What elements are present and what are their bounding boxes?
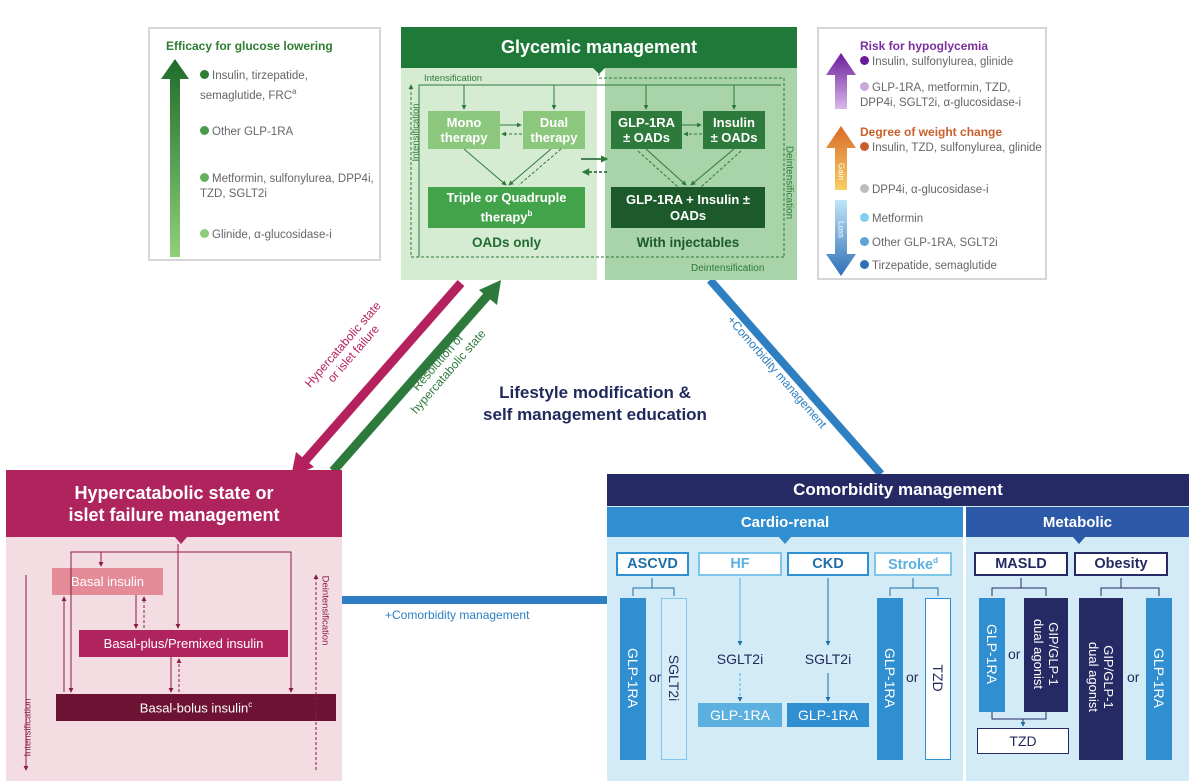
comorbidity-title: Comorbidity management: [607, 474, 1189, 506]
ascvd-glp1ra-bar: [620, 598, 646, 760]
glycemic-panel: Glycemic management Intensification Inte…: [401, 27, 797, 280]
glycemic-caret: [592, 67, 606, 74]
hypercatabolic-title: Hypercatabolic state or islet failure ma…: [6, 470, 342, 537]
or-text: or: [649, 669, 662, 685]
efficacy-item: Other GLP-1RA: [200, 125, 375, 140]
glycemic-divider: [597, 68, 605, 280]
stroke-tzd-bar: [925, 598, 951, 760]
hypoglycemia-title: Risk for hypoglycemia: [860, 39, 989, 53]
deintensification-bottom-label: Deintensification: [691, 263, 765, 274]
masld-tzd-box: TZD: [977, 728, 1069, 754]
hypoglycemia-arrow: [826, 53, 856, 109]
weight-dot: [860, 260, 869, 269]
or-text: or: [1127, 669, 1140, 685]
with-injectables-label: With injectables: [636, 234, 740, 250]
weight-dot: [860, 142, 869, 151]
efficacy-dot: [200, 229, 209, 238]
weight-item: DPP4i, α-glucosidase-i: [860, 183, 1045, 198]
efficacy-dot: [200, 126, 209, 135]
weight-item: Insulin, TZD, sulfonylurea, glinide: [860, 141, 1045, 156]
efficacy-arrow: [161, 59, 189, 257]
glp1-oads-box: GLP-1RA ± OADs: [611, 111, 682, 149]
hypo-dot: [860, 56, 869, 65]
obesity-gip-bar: [1079, 598, 1123, 760]
oads-only-label: OADs only: [471, 234, 541, 250]
or-text: or: [906, 669, 919, 685]
weight-dot: [860, 237, 869, 246]
hypo-item: GLP-1RA, metformin, TZD, DPP4i, SGLT2i, …: [860, 82, 1022, 109]
mono-therapy-box: Mono therapy: [428, 111, 500, 149]
hypercatabolic-caret: [174, 536, 188, 544]
hyper-intensification-label: Intensification: [22, 698, 34, 757]
stroke-box: Stroked: [874, 552, 952, 576]
masld-gip-bar: [1024, 598, 1068, 712]
ascvd-sglt2i-bar: [661, 598, 687, 760]
lifestyle-text: Lifestyle modification & self management…: [483, 383, 707, 424]
hypercatabolic-arrow-label: Hypercatabolic state or islet failure: [301, 298, 384, 391]
obesity-box: Obesity: [1074, 552, 1168, 576]
efficacy-dot: [200, 173, 209, 182]
comorbidity-panel: Comorbidity management Cardio-renal Meta…: [607, 474, 1189, 781]
weight-loss-arrow: [826, 200, 856, 276]
cardio-renal-header: Cardio-renal: [607, 507, 963, 537]
hypercatabolic-flow-lines: [23, 544, 319, 771]
weight-dot: [860, 213, 869, 222]
efficacy-item: Insulin, tirzepatide, semaglutide, FRCa: [200, 70, 308, 102]
risk-legend: Risk for hypoglycemia Insulin, sulfonylu…: [817, 27, 1047, 280]
efficacy-item: Glinide, α-glucosidase-i: [200, 228, 375, 243]
efficacy-legend: Efficacy for glucose lowering Insulin, t…: [148, 27, 381, 261]
weight-dot: [860, 184, 869, 193]
gain-label: Gain: [836, 163, 846, 180]
masld-glp1ra-bar: [979, 598, 1005, 712]
efficacy-item: Metformin, sulfonylurea, DPP4i, TZD, SGL…: [200, 173, 374, 200]
glp1-insulin-box: GLP-1RA + Insulin ± OADs: [611, 187, 765, 228]
cardio-caret: [778, 536, 792, 544]
dual-therapy-box: Dual therapy: [523, 111, 585, 149]
ckd-sglt2i-box: SGLT2i: [787, 647, 869, 671]
ascvd-box: ASCVD: [616, 552, 689, 576]
glycemic-flow-lines: [408, 68, 785, 258]
weight-item: Tirzepatide, semaglutide: [860, 259, 1045, 274]
hypo-dot: [860, 82, 869, 91]
masld-box: MASLD: [974, 552, 1068, 576]
hf-box: HF: [698, 552, 782, 576]
comorbidity-horiz-label: +Comorbidity management: [385, 608, 530, 622]
glycemic-title: Glycemic management: [401, 27, 797, 68]
weight-gain-arrow: [826, 126, 856, 190]
basal-bolus-box: Basal-bolus insulinc: [56, 694, 336, 721]
efficacy-dot: [200, 70, 209, 79]
hypo-item: Insulin, sulfonylurea, glinide: [860, 55, 1045, 70]
stroke-glp1ra-bar: [877, 598, 903, 760]
efficacy-title: Efficacy for glucose lowering: [166, 39, 333, 53]
obesity-glp1ra-bar: [1146, 598, 1172, 760]
weight-title: Degree of weight change: [860, 125, 1003, 139]
glycemic-bg-right: [605, 68, 797, 280]
basal-plus-box: Basal-plus/Premixed insulin: [79, 630, 288, 657]
glycemic-bg-left: [401, 68, 597, 280]
weight-item: Metformin: [860, 212, 1045, 227]
comorbidity-flow-lines: [632, 578, 1160, 727]
loss-label: Loss: [836, 221, 846, 238]
ckd-box: CKD: [787, 552, 869, 576]
or-text: or: [1008, 646, 1021, 662]
hyper-deintensification-label: Deintensification: [319, 575, 331, 646]
hf-sglt2i-box: SGLT2i: [698, 647, 782, 671]
weight-item: Other GLP-1RA, SGLT2i: [860, 236, 1045, 251]
insulin-oads-box: Insulin ± OADs: [703, 111, 765, 149]
intensification-top-label: Intensification: [424, 73, 483, 84]
ckd-glp1ra-box: GLP-1RA: [787, 703, 869, 727]
metabolic-header: Metabolic: [966, 507, 1189, 537]
hypercatabolic-panel: Hypercatabolic state or islet failure ma…: [6, 470, 342, 781]
hf-glp1ra-box: GLP-1RA: [698, 703, 782, 727]
triple-therapy-box: Triple or Quadruple therapyb: [428, 187, 585, 228]
metabolic-caret: [1072, 536, 1086, 544]
